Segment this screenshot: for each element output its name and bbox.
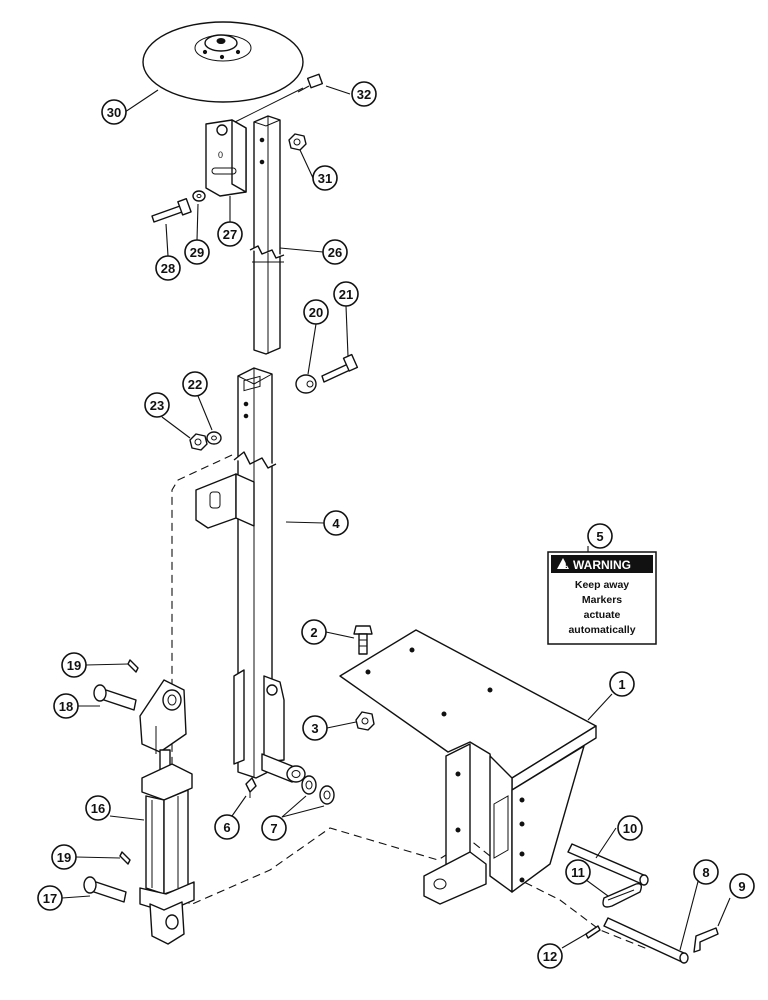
callout-30: 31	[312, 165, 338, 191]
svg-text:12: 12	[543, 949, 557, 964]
cotter-pin-upper	[127, 659, 139, 673]
svg-text:10: 10	[623, 821, 637, 836]
upper-tube	[249, 115, 285, 355]
svg-text:2: 2	[310, 625, 317, 640]
callout-26: 26	[322, 239, 348, 265]
svg-text:17: 17	[43, 891, 57, 906]
callout-31: 30	[101, 99, 127, 125]
roll-pin	[585, 925, 601, 939]
bracket-bolt	[151, 198, 192, 223]
svg-text:26: 26	[328, 245, 342, 260]
callout-22: 22	[182, 371, 208, 397]
svg-text:4: 4	[332, 516, 340, 531]
disc-mount-bracket: 0	[205, 119, 247, 197]
callout-9: 9	[729, 873, 755, 899]
callout-3: 3	[302, 715, 328, 741]
tube-collar	[295, 374, 317, 394]
callout-16: 16	[85, 795, 111, 821]
svg-text:29: 29	[190, 245, 204, 260]
hinge-pin	[603, 917, 689, 964]
cylinder-pin-upper	[93, 684, 137, 711]
svg-text:11: 11	[571, 865, 585, 880]
callout-27: 27	[217, 221, 243, 247]
pivot-washers	[301, 775, 335, 805]
svg-text:19: 19	[67, 658, 81, 673]
hydraulic-cylinder	[139, 679, 195, 945]
svg-text:16: 16	[91, 801, 105, 816]
disc-bolt	[297, 73, 324, 93]
cotter-pin-lower	[119, 851, 131, 865]
svg-text:19: 19	[57, 850, 71, 865]
tube-nut	[189, 433, 208, 451]
callout-4: 4	[323, 510, 349, 536]
warning-decal: ! WARNING Keep away Markers actuate auto…	[547, 551, 657, 645]
svg-text:20: 20	[309, 305, 323, 320]
warning-title: WARNING	[573, 558, 631, 572]
cylinder-pin-lower	[83, 876, 127, 903]
warning-triangle-icon	[557, 558, 569, 569]
svg-text:7: 7	[270, 821, 277, 836]
callout-32: 32	[351, 81, 377, 107]
callout-12: 12	[537, 943, 563, 969]
svg-text:1: 1	[618, 677, 625, 692]
svg-text:32: 32	[357, 87, 371, 102]
collar-bolt	[321, 353, 359, 383]
callout-8: 8	[693, 859, 719, 885]
mount-bolt	[353, 625, 373, 655]
svg-text:18: 18	[59, 699, 73, 714]
svg-text:31: 31	[318, 171, 332, 186]
svg-text:5: 5	[596, 529, 603, 544]
svg-text:23: 23	[150, 398, 164, 413]
callout-1: 1	[609, 671, 635, 697]
svg-text:30: 30	[107, 105, 121, 120]
svg-text:28: 28	[161, 261, 175, 276]
hair-pin-clip	[602, 882, 643, 908]
callout-2: 2	[301, 619, 327, 645]
svg-text:0: 0	[218, 150, 223, 160]
svg-text:6: 6	[223, 820, 230, 835]
callout-23: 23	[144, 392, 170, 418]
svg-text:9: 9	[738, 879, 745, 894]
bracket-washer	[192, 190, 206, 202]
leader-lines	[61, 85, 731, 951]
svg-text:27: 27	[223, 227, 237, 242]
callout-21: 21	[333, 281, 359, 307]
callout-20: 20	[303, 299, 329, 325]
upper-nut	[288, 133, 307, 151]
callout-7: 7	[261, 815, 287, 841]
lower-post	[195, 367, 306, 783]
callout-5: 5	[587, 523, 613, 549]
tube-washer	[206, 431, 222, 445]
warning-line-4: automatically	[568, 624, 635, 636]
svg-text:!: !	[565, 561, 568, 570]
l-pin	[693, 927, 719, 953]
callout-29: 29	[184, 239, 210, 265]
callout-10: 10	[617, 815, 643, 841]
svg-text:3: 3	[311, 721, 318, 736]
warning-line-1: Keep away	[575, 579, 629, 591]
hose-path	[171, 454, 651, 951]
callout-6: 6	[214, 814, 240, 840]
svg-text:8: 8	[702, 865, 709, 880]
callout-19-upper: 19	[61, 652, 87, 678]
main-mount-bracket	[339, 629, 597, 905]
callout-18: 18	[53, 693, 79, 719]
callout-19-lower: 19	[51, 844, 77, 870]
warning-line-3: actuate	[584, 609, 621, 621]
callout-28: 28	[155, 255, 181, 281]
callout-11: 11	[565, 859, 591, 885]
hinge-pin-long	[567, 843, 649, 886]
mount-nut	[355, 711, 375, 731]
svg-text:22: 22	[188, 377, 202, 392]
warning-line-2: Markers	[582, 594, 622, 606]
svg-text:21: 21	[339, 287, 353, 302]
marker-disc	[142, 21, 304, 103]
grease-fitting	[245, 777, 257, 798]
callout-17: 17	[37, 885, 63, 911]
